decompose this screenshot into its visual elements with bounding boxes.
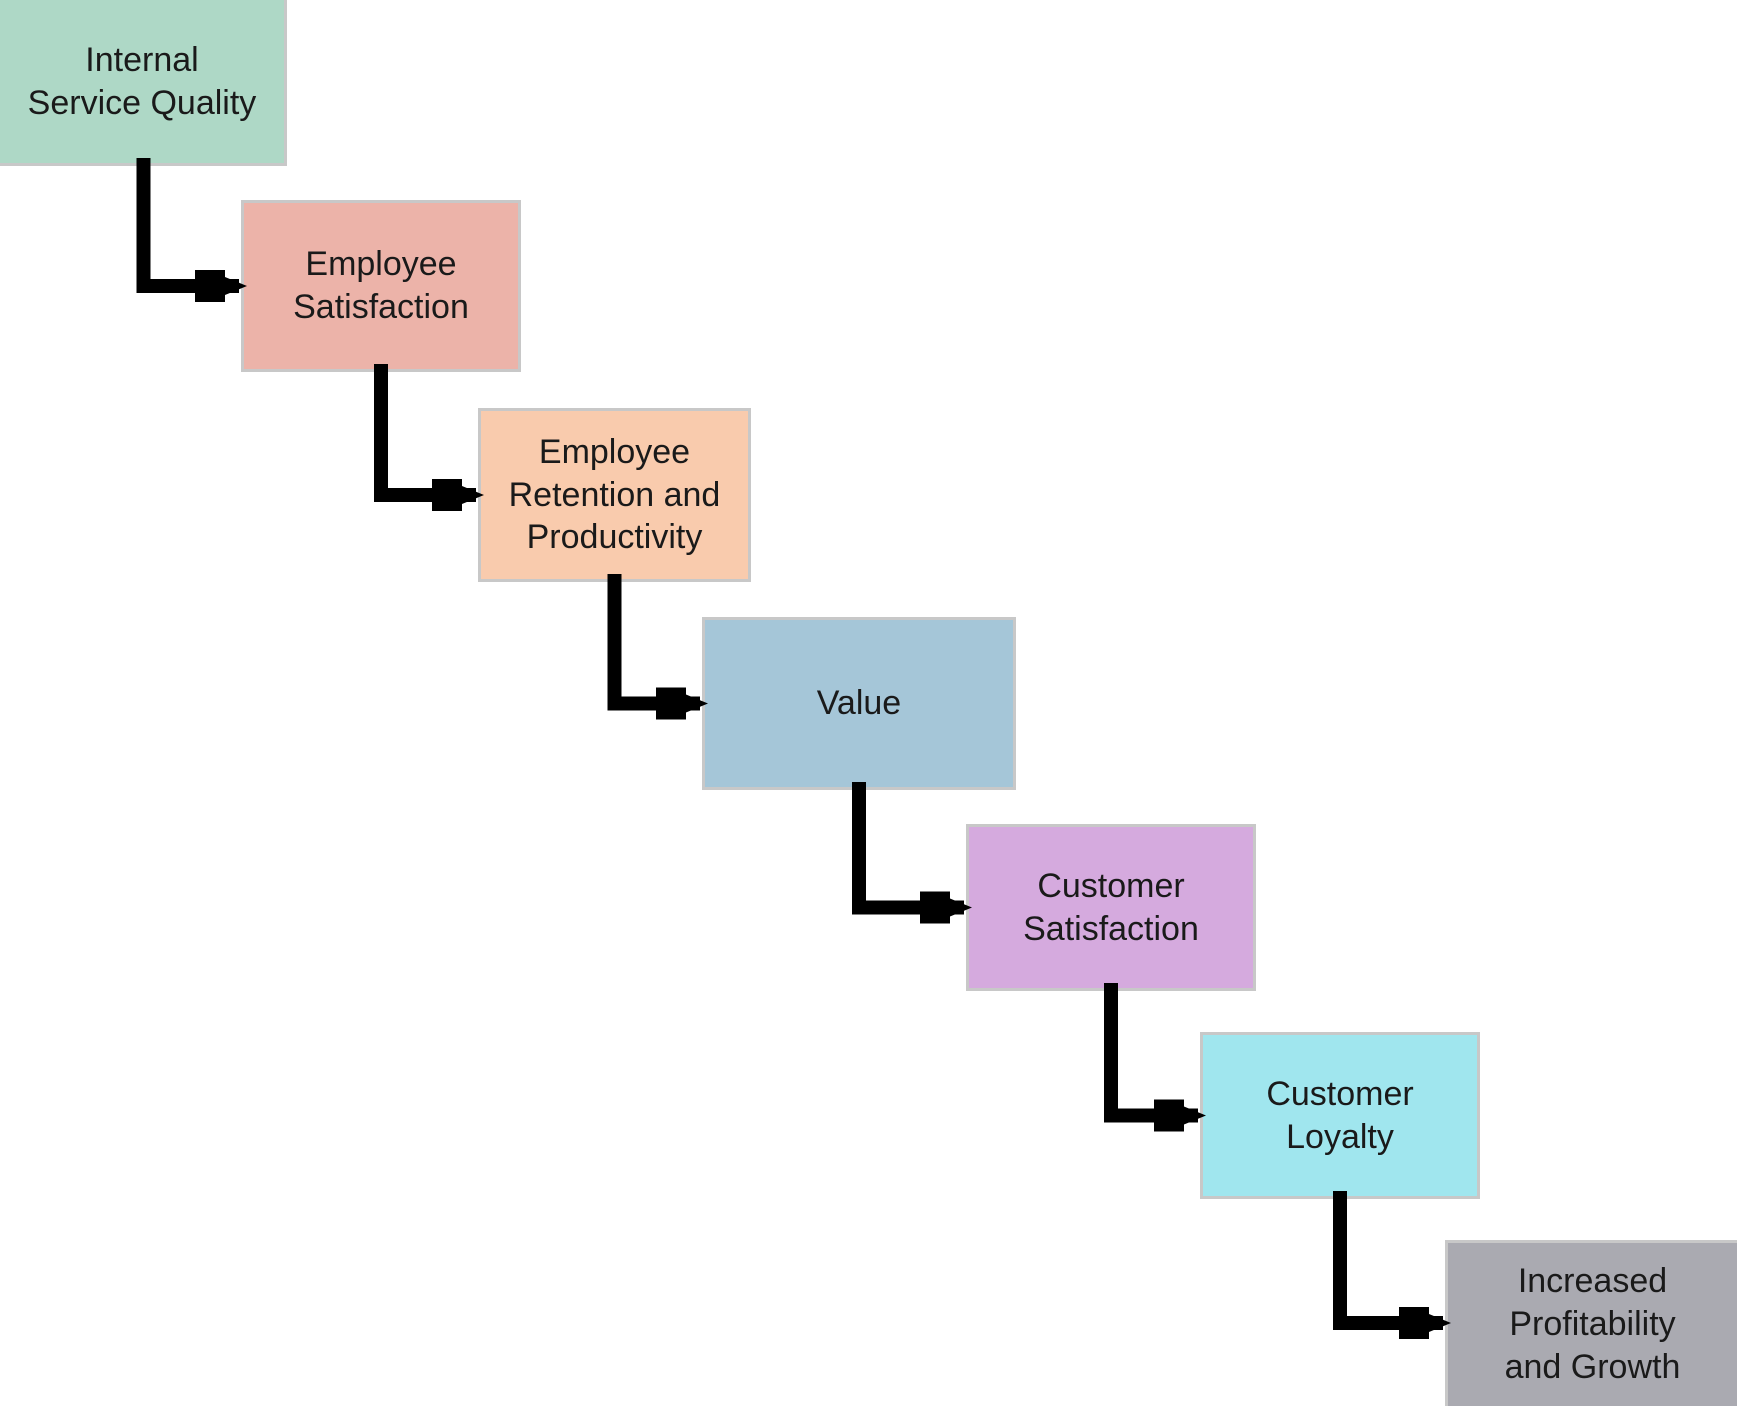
node-label-line: Internal bbox=[85, 40, 199, 79]
node-label-line: and Growth bbox=[1504, 1347, 1681, 1386]
node-label-line: Profitability bbox=[1509, 1305, 1676, 1344]
node-label-line: Employee bbox=[305, 245, 457, 284]
arrowhead-icon bbox=[1154, 1099, 1206, 1132]
node-label-line: Loyalty bbox=[1286, 1117, 1394, 1156]
connector-line bbox=[607, 574, 700, 711]
arrowhead-icon bbox=[656, 687, 708, 720]
arrowhead-icon bbox=[920, 891, 972, 924]
arrowhead-icon bbox=[1399, 1307, 1451, 1339]
node-label-line: Productivity bbox=[526, 518, 703, 557]
node-label-line: Retention and bbox=[508, 475, 721, 514]
node-label-line: Satisfaction bbox=[1023, 909, 1199, 948]
node-label-line: Service Quality bbox=[27, 83, 257, 122]
node-value: Value bbox=[702, 617, 1016, 790]
node-label-line: Customer bbox=[1266, 1074, 1414, 1113]
connector-line bbox=[1104, 983, 1198, 1123]
connector-line bbox=[1333, 1191, 1443, 1330]
node-label-line: Increased bbox=[1517, 1262, 1668, 1301]
node-label-line: Employee bbox=[538, 432, 691, 471]
node-label-line: Satisfaction bbox=[293, 288, 469, 326]
node-label-line: Value bbox=[816, 684, 902, 723]
connector-line bbox=[852, 782, 964, 915]
connector-line bbox=[374, 364, 476, 502]
arrowhead-icon bbox=[432, 479, 484, 511]
connector-line bbox=[136, 158, 239, 293]
node-label-line: Customer bbox=[1037, 866, 1185, 905]
arrowhead-icon bbox=[195, 270, 247, 302]
